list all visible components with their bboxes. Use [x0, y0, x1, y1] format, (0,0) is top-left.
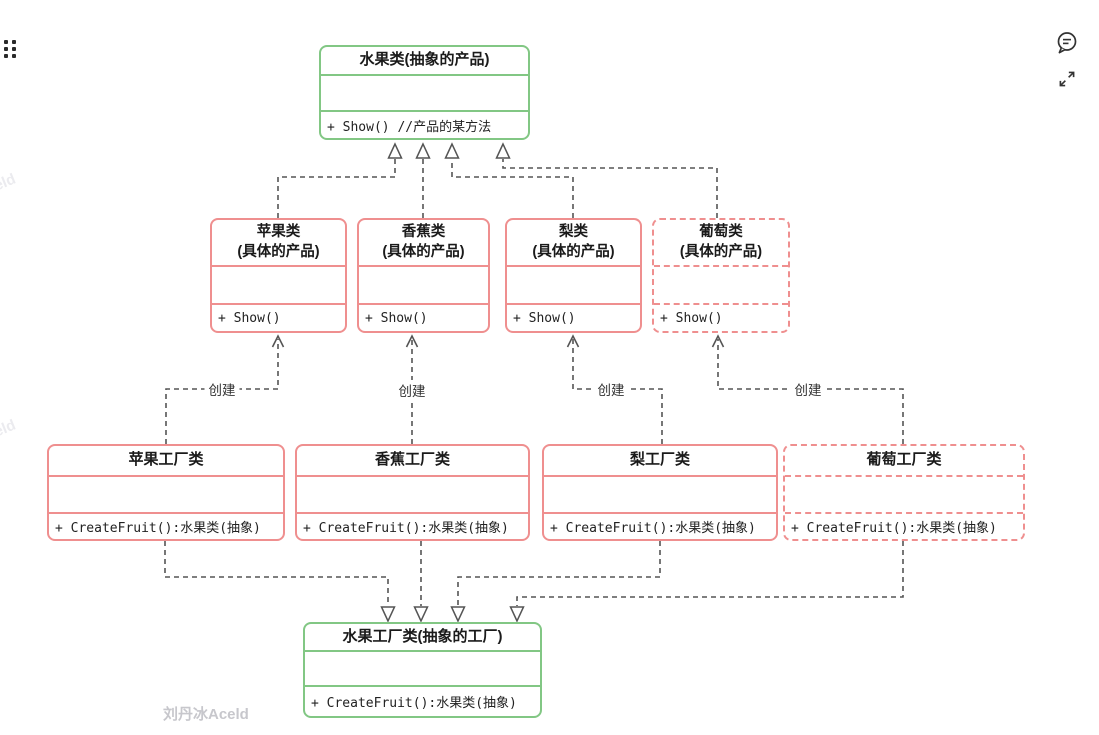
class-title: 水果类(抽象的产品) [321, 47, 528, 76]
class-attributes [507, 267, 640, 305]
class-title: 香蕉类 (具体的产品) [359, 220, 488, 267]
open-arrowheads [271, 334, 725, 348]
class-attributes [359, 267, 488, 305]
class-pear-factory[interactable]: 梨工厂类 + CreateFruit():水果类(抽象) [542, 444, 778, 541]
class-apple-product[interactable]: 苹果类 (具体的产品) + Show() [210, 218, 347, 333]
class-method-text: + CreateFruit():水果类(抽象) [550, 521, 756, 536]
class-title-line1: 梨类 [559, 223, 588, 240]
class-attributes [321, 76, 528, 112]
class-title: 葡萄工厂类 [785, 446, 1023, 477]
class-attributes [212, 267, 345, 305]
class-method-text: + CreateFruit():水果类(抽象) [791, 521, 997, 536]
class-method: + CreateFruit():水果类(抽象) [544, 514, 776, 539]
class-attributes [654, 267, 788, 305]
class-abstract-factory[interactable]: 水果工厂类(抽象的工厂) + CreateFruit():水果类(抽象) [303, 622, 542, 718]
edge-grapefactory-realization[interactable] [516, 541, 904, 606]
class-banana-product[interactable]: 香蕉类 (具体的产品) + Show() [357, 218, 490, 333]
class-title-line1: 葡萄类 [699, 223, 743, 240]
edge-label-create-pear[interactable]: 创建 [593, 379, 629, 399]
class-title-text: 香蕉工厂类 [374, 451, 450, 469]
comment-bubble-glyph [1057, 32, 1077, 54]
class-method: + CreateFruit():水果类(抽象) [297, 514, 528, 539]
class-method-text: + Show() [365, 310, 428, 326]
class-method: + Show() [212, 305, 345, 331]
drag-dots-icon[interactable] [4, 40, 16, 58]
watermark-text: 刘丹冰Aceld [163, 706, 249, 723]
class-title-line1: 苹果类 [256, 223, 301, 240]
class-title-text: 葡萄工厂类 [866, 451, 942, 469]
class-title-text: 苹果工厂类 [128, 451, 204, 469]
class-title-line2: (具体的产品) [237, 243, 320, 260]
class-attributes [305, 652, 540, 687]
class-method-text: + CreateFruit():水果类(抽象) [55, 521, 261, 536]
comment-bubble-icon[interactable] [1055, 31, 1079, 55]
class-method: + Show() [507, 305, 640, 331]
fullscreen-expand-icon[interactable] [1056, 68, 1080, 92]
class-method-text: + Show() [660, 310, 723, 326]
class-title: 梨工厂类 [544, 446, 776, 477]
class-grape-factory[interactable]: 葡萄工厂类 + CreateFruit():水果类(抽象) [783, 444, 1025, 541]
class-title-text: 梨工厂类 [629, 451, 690, 469]
class-title-line1: 香蕉类 [401, 223, 446, 240]
class-abstract-product[interactable]: 水果类(抽象的产品) + Show() //产品的某方法 [319, 45, 530, 140]
class-method: + CreateFruit():水果类(抽象) [785, 514, 1023, 539]
class-title-line2: (具体的产品) [532, 243, 615, 260]
fullscreen-expand-glyph [1059, 71, 1075, 87]
class-method-text: + Show() [218, 310, 281, 326]
class-attributes [49, 477, 283, 514]
class-method: + CreateFruit():水果类(抽象) [305, 687, 540, 716]
class-title-text: 水果类(抽象的产品) [359, 51, 490, 69]
class-method-text: + CreateFruit():水果类(抽象) [303, 521, 509, 536]
edge-appleproduct-realization[interactable] [277, 159, 396, 218]
edge-label-create-banana[interactable]: 创建 [394, 380, 430, 400]
class-method-text: + Show() //产品的某方法 [327, 119, 492, 135]
class-method: + Show() [654, 305, 788, 331]
class-method-text: + Show() [513, 310, 576, 326]
edge-label-create-grape[interactable]: 创建 [790, 379, 826, 399]
class-attributes [785, 477, 1023, 514]
edge-applefactory-realization[interactable] [164, 541, 389, 606]
class-title: 苹果工厂类 [49, 446, 283, 477]
class-title: 梨类 (具体的产品) [507, 220, 640, 267]
edge-grapeproduct-realization[interactable] [502, 159, 718, 218]
class-method-text: + CreateFruit():水果类(抽象) [311, 696, 517, 711]
edge-label-create-apple[interactable]: 创建 [204, 379, 240, 399]
class-title: 葡萄类 (具体的产品) [654, 220, 788, 267]
class-title: 香蕉工厂类 [297, 446, 528, 477]
class-banana-factory[interactable]: 香蕉工厂类 + CreateFruit():水果类(抽象) [295, 444, 530, 541]
class-title: 水果工厂类(抽象的工厂) [305, 624, 540, 652]
edge-pearproduct-realization[interactable] [451, 159, 574, 218]
class-pear-product[interactable]: 梨类 (具体的产品) + Show() [505, 218, 642, 333]
class-title-text: 水果工厂类(抽象的工厂) [342, 627, 503, 645]
class-apple-factory[interactable]: 苹果工厂类 + CreateFruit():水果类(抽象) [47, 444, 285, 541]
hollow-arrowheads [380, 142, 525, 623]
edge-pearfactory-realization[interactable] [457, 541, 661, 606]
class-method: + Show() //产品的某方法 [321, 112, 528, 138]
class-grape-product[interactable]: 葡萄类 (具体的产品) + Show() [652, 218, 790, 333]
class-title-line2: (具体的产品) [679, 243, 763, 260]
class-attributes [544, 477, 776, 514]
class-title-line2: (具体的产品) [382, 243, 465, 260]
class-method: + CreateFruit():水果类(抽象) [49, 514, 283, 539]
class-title: 苹果类 (具体的产品) [212, 220, 345, 267]
class-method: + Show() [359, 305, 488, 331]
class-attributes [297, 477, 528, 514]
